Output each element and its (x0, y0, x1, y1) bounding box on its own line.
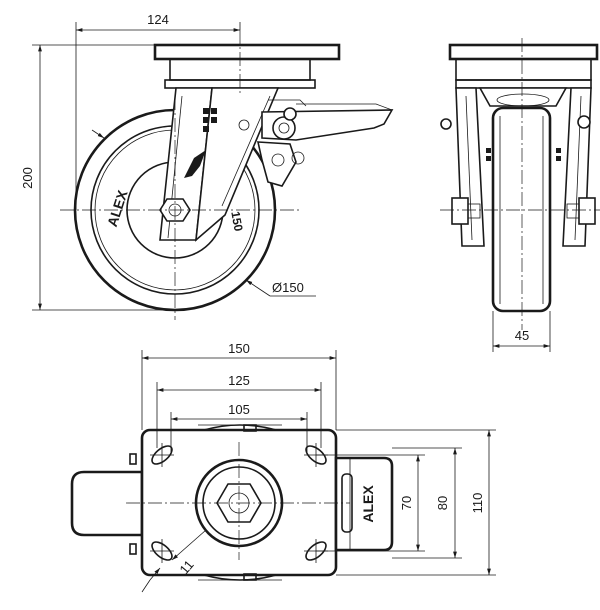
dim-plate-width-side-label: 110 (470, 493, 485, 514)
top-view-bolt-top (243, 424, 257, 432)
dim-wheel-diameter: Ø150 (91, 129, 316, 297)
dim-wheel-diameter-label: Ø150 (272, 280, 304, 295)
dim-hole-width-inner-label: 70 (399, 496, 414, 510)
rear-view-wheel (491, 106, 552, 313)
dim-wheel-width: 45 (492, 311, 551, 352)
top-view-brand-text: ALEX (360, 485, 376, 523)
dim-height: 200 (20, 44, 175, 311)
rear-view-axle-nut-left (451, 197, 469, 225)
dim-plate-length: 150 (141, 341, 337, 430)
rear-view: 45 (440, 38, 600, 352)
rear-view-bearing-ring (455, 79, 592, 89)
dim-hole-width-inner: 70 (316, 454, 425, 552)
top-view-bolt-left-bottom (129, 543, 137, 555)
dim-hole-spacing-inner-label: 105 (228, 402, 250, 417)
top-view: ALEX (70, 341, 496, 593)
dim-plate-width-side: 110 (336, 429, 496, 576)
top-view-mounting-hole-bl (150, 539, 174, 563)
dim-plate-width-label: 124 (147, 12, 169, 27)
side-view: ALEX 150 124 200 Ø150 (20, 12, 394, 320)
top-view-bolt-left-top (129, 453, 137, 465)
rear-view-brake-pin-left (440, 118, 452, 130)
side-view-size-text: 150 (228, 210, 245, 232)
dim-wheel-width-label: 45 (515, 328, 529, 343)
dim-hole-width-outer: 80 (392, 447, 462, 559)
dim-hole-width-outer-label: 80 (435, 496, 450, 510)
top-view-brake-pedal: ALEX (334, 456, 394, 552)
rear-view-brake-pin-right (577, 115, 591, 129)
side-view-brake-lever (256, 99, 394, 187)
dim-hole-spacing-outer: 125 (156, 373, 322, 448)
rear-view-swivel-head (455, 58, 592, 81)
dim-hole-spacing-inner: 105 (170, 402, 308, 452)
dim-plate-width: 124 (75, 12, 241, 210)
dim-hole-spacing-outer-label: 125 (228, 373, 250, 388)
rear-view-top-plate (448, 43, 599, 61)
top-view-stem (70, 470, 144, 537)
top-view-bolt-bottom (243, 573, 257, 581)
rear-view-axle-nut-right (578, 197, 596, 225)
side-view-top-plate (153, 43, 341, 61)
dim-plate-length-label: 150 (228, 341, 250, 356)
rear-view-kingpin-housing (478, 87, 568, 107)
dim-height-label: 200 (20, 167, 35, 189)
side-view-fork-stamps (184, 108, 250, 178)
side-view-fork-plate (194, 87, 280, 242)
